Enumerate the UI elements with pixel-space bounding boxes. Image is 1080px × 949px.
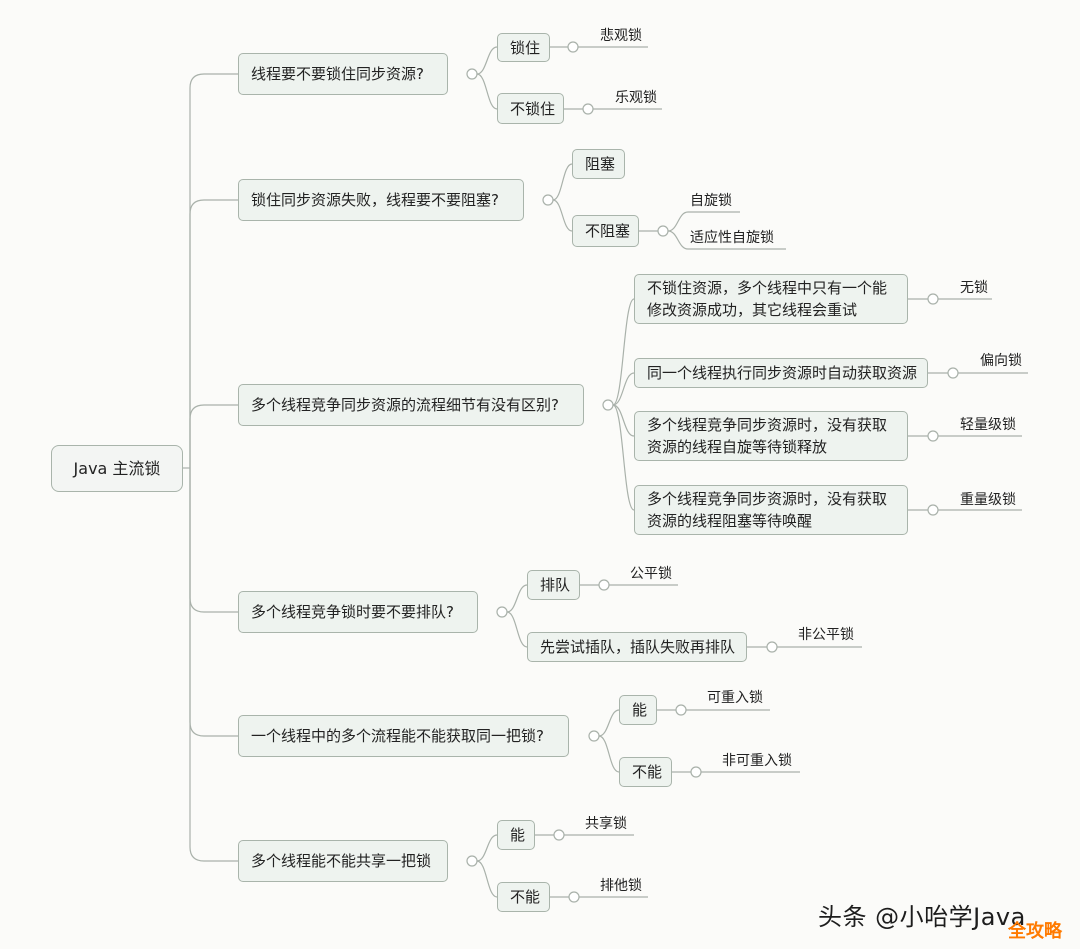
question-lock-resource: 线程要不要锁住同步资源? — [238, 53, 448, 95]
leaf-adaptive-spin-lock: 适应性自旋锁 — [690, 230, 774, 246]
leaf-spin-lock: 自旋锁 — [690, 193, 732, 209]
question-queue: 多个线程竞争锁时要不要排队? — [238, 591, 478, 633]
option-can: 能 — [619, 695, 657, 725]
root-node: Java 主流锁 — [51, 445, 183, 492]
leaf-biased-lock: 偏向锁 — [980, 353, 1022, 369]
option-cut-in-line: 先尝试插队，插队失败再排队 — [527, 632, 747, 662]
leaf-exclusive-lock: 排他锁 — [600, 878, 642, 894]
leaf-shared-lock: 共享锁 — [585, 816, 627, 832]
leaf-heavyweight-lock: 重量级锁 — [960, 492, 1016, 508]
leaf-lock-free: 无锁 — [960, 280, 988, 296]
option-no-block: 不阻塞 — [572, 215, 639, 247]
option-can-share: 能 — [497, 820, 535, 850]
question-share: 多个线程能不能共享一把锁 — [238, 840, 448, 882]
question-block-on-fail: 锁住同步资源失败，线程要不要阻塞? — [238, 179, 524, 221]
option-cannot: 不能 — [619, 757, 672, 787]
option-spin-wait: 多个线程竞争同步资源时，没有获取资源的线程自旋等待锁释放 — [634, 411, 908, 461]
leaf-non-reentrant-lock: 非可重入锁 — [722, 753, 792, 769]
leaf-reentrant-lock: 可重入锁 — [707, 690, 763, 706]
option-cannot-share: 不能 — [497, 882, 550, 912]
leaf-optimistic-lock: 乐观锁 — [615, 90, 657, 106]
option-queue: 排队 — [527, 570, 580, 600]
watermark-text: 头条 @小咍学Java — [818, 903, 1026, 931]
leaf-unfair-lock: 非公平锁 — [798, 627, 854, 643]
question-contention-detail: 多个线程竞争同步资源的流程细节有没有区别? — [238, 384, 584, 426]
option-no-lock-retry: 不锁住资源，多个线程中只有一个能修改资源成功，其它线程会重试 — [634, 274, 908, 324]
option-lock: 锁住 — [497, 33, 550, 62]
leaf-fair-lock: 公平锁 — [630, 566, 672, 582]
watermark-site: 全攻略 — [1008, 921, 1062, 942]
leaf-lightweight-lock: 轻量级锁 — [960, 417, 1016, 433]
option-no-lock: 不锁住 — [497, 93, 564, 124]
leaf-pessimistic-lock: 悲观锁 — [600, 28, 642, 44]
option-block: 阻塞 — [572, 149, 625, 179]
option-same-thread-auto: 同一个线程执行同步资源时自动获取资源 — [634, 358, 928, 388]
question-reentrant: 一个线程中的多个流程能不能获取同一把锁? — [238, 715, 569, 757]
option-block-wait: 多个线程竞争同步资源时，没有获取资源的线程阻塞等待唤醒 — [634, 485, 908, 535]
